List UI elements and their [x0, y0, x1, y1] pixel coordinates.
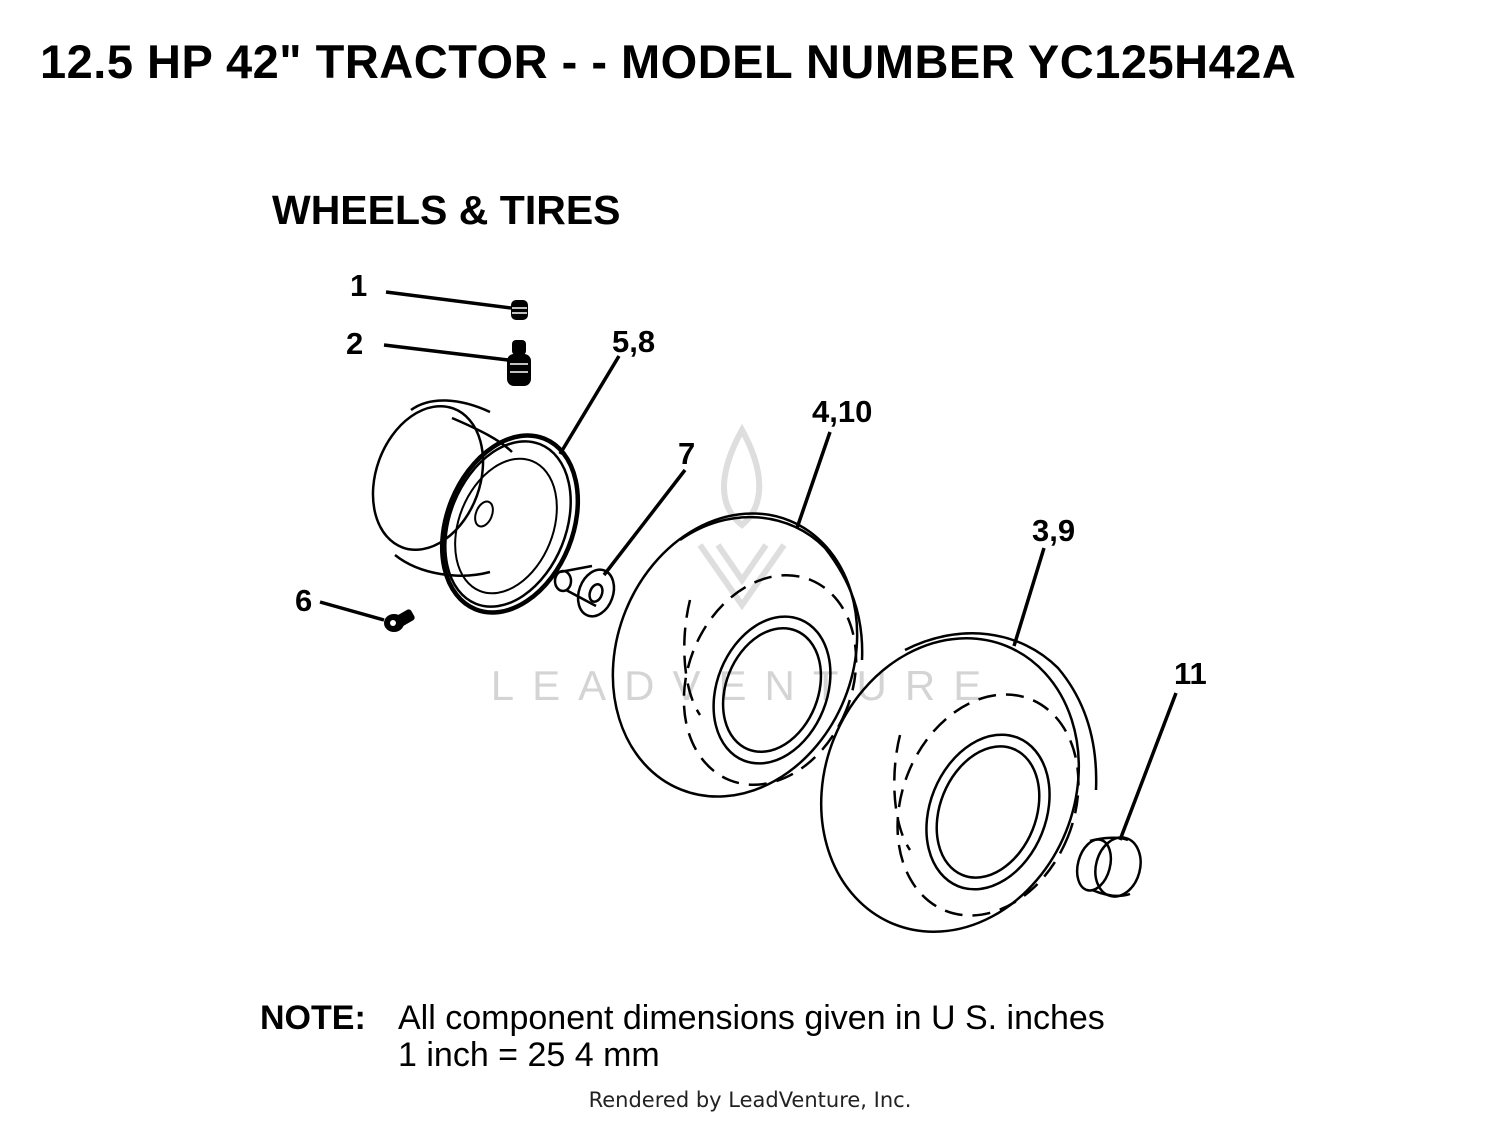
- document-title: 12.5 HP 42" TRACTOR - - MODEL NUMBER YC1…: [40, 35, 1297, 88]
- leader-line-6: [319, 600, 385, 622]
- part-3-9-rear-tire-icon: [819, 632, 1098, 933]
- rendered-by-footer: Rendered by LeadVenture, Inc.: [588, 1088, 912, 1112]
- leader-line-1: [385, 290, 512, 310]
- callout-6: 6: [295, 583, 312, 618]
- part-1-cap-icon: [511, 300, 528, 320]
- callout-5-8: 5,8: [612, 324, 655, 359]
- leader-lines: [319, 290, 1178, 841]
- section-title: WHEELS & TIRES: [272, 187, 621, 233]
- part-5-8-wheel-rim-icon: [371, 399, 581, 615]
- leader-line-11: [1118, 692, 1178, 841]
- watermark: LEADVENTURE: [491, 423, 999, 709]
- callout-1: 1: [350, 268, 367, 303]
- leader-line-5-8: [558, 355, 621, 455]
- leader-line-2: [383, 343, 509, 362]
- callout-11: 11: [1174, 656, 1207, 691]
- note-line-1: All component dimensions given in U S. i…: [398, 999, 1105, 1037]
- note-label: NOTE:: [260, 999, 366, 1037]
- callout-4-10: 4,10: [812, 394, 872, 429]
- leader-line-4-10: [795, 431, 832, 529]
- part-7-bushing-icon: [553, 564, 616, 618]
- callout-2: 2: [346, 326, 363, 361]
- watermark-text: LEADVENTURE: [491, 662, 999, 709]
- watermark-logo-icon: [697, 423, 787, 611]
- part-11-spacer-cap-icon: [1075, 836, 1142, 898]
- note-line-2: 1 inch = 25 4 mm: [398, 1036, 660, 1074]
- part-6-grease-fitting-icon: [384, 609, 415, 632]
- leader-line-7: [602, 468, 687, 577]
- part-4-10-front-tire-icon: [611, 512, 864, 798]
- callout-3-9: 3,9: [1032, 513, 1075, 548]
- leader-line-3-9: [1012, 547, 1046, 647]
- part-2-valve-stem-icon: [507, 340, 531, 386]
- callout-7: 7: [678, 436, 695, 471]
